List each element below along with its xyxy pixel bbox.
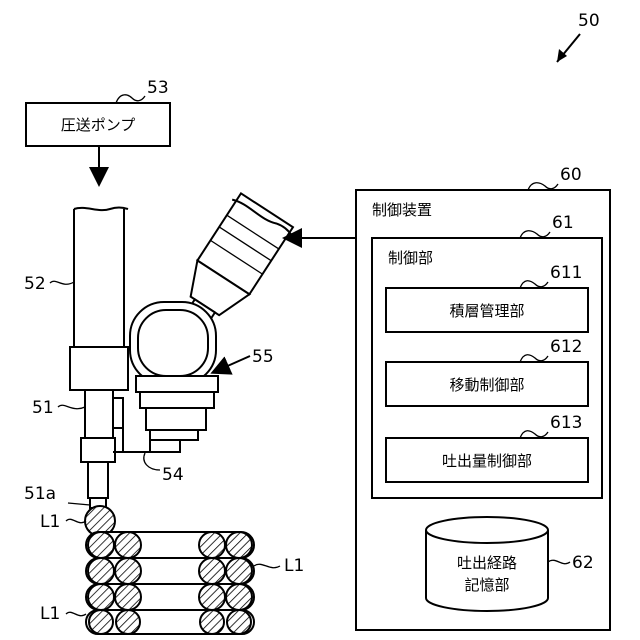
module-ref-612: 612	[550, 337, 582, 357]
module-label-611: 積層管理部	[449, 302, 524, 320]
bracket-leader	[144, 453, 160, 470]
bead	[89, 610, 113, 634]
pipe-break-line	[74, 208, 128, 211]
bead	[226, 532, 252, 558]
pump-label: 圧送ポンプ	[61, 116, 136, 134]
control-unit-title: 制御部	[388, 249, 433, 267]
storage-label-line1: 吐出経路	[457, 554, 517, 572]
control-unit-ref-label: 61	[552, 213, 574, 233]
storage-label-line2: 記憶部	[464, 576, 509, 594]
nozzle-stem	[88, 462, 108, 498]
robot-wrist-ring-1	[136, 376, 218, 392]
robot-wrist-ring-2	[140, 392, 214, 408]
robot-wrist-inner	[138, 310, 208, 376]
bead	[88, 584, 114, 610]
layer-label-top: L1	[40, 512, 60, 532]
nozzle-body	[85, 390, 113, 438]
nozzle-leader	[58, 405, 85, 408]
deposited-layers: L1 L1 L1	[40, 506, 304, 634]
nozzle-ref-label: 51	[32, 398, 54, 418]
pump: 圧送ポンプ 53	[26, 78, 170, 183]
supply-pipe: 52	[24, 208, 128, 348]
layer-leader-right	[254, 564, 280, 567]
robot-tool-plate	[150, 430, 198, 440]
storage-top	[426, 517, 548, 543]
layer-label-bottom: L1	[40, 604, 60, 624]
layer-leader-top	[66, 519, 86, 522]
module-ref-611: 611	[550, 263, 582, 283]
pump-leader	[116, 95, 145, 103]
layer-leader-bottom	[66, 612, 86, 615]
nozzle-tip-leader	[68, 503, 90, 505]
pump-ref-label: 53	[147, 78, 169, 98]
system-ref-label: 50	[578, 11, 600, 31]
bead	[115, 584, 141, 610]
controller: 制御装置 60 制御部 61 積層管理部 611 移動制御部 612 吐出量制御…	[286, 165, 610, 630]
robot: 55	[130, 191, 296, 440]
bead	[115, 558, 141, 584]
bracket-ref-label: 54	[162, 465, 184, 485]
robot-flange	[146, 408, 206, 430]
controller-ref-label: 60	[560, 165, 582, 185]
controller-leader	[528, 183, 558, 190]
bead	[199, 558, 225, 584]
bead	[199, 532, 225, 558]
bead	[226, 558, 252, 584]
bead	[226, 584, 252, 610]
nozzle-collar	[81, 438, 115, 462]
bead	[115, 532, 141, 558]
storage-ref-label: 62	[572, 553, 594, 573]
controller-title: 制御装置	[372, 201, 432, 219]
bead	[88, 532, 114, 558]
module-label-613: 吐出量制御部	[442, 452, 532, 470]
robot-ref-arrow	[214, 356, 250, 372]
robot-ref-label: 55	[252, 347, 274, 367]
bracket-plate	[113, 398, 123, 428]
nozzle-tip-ref-label: 51a	[24, 484, 56, 504]
bead	[116, 610, 140, 634]
pipe-ref-label: 52	[24, 274, 46, 294]
system-reference: 50	[557, 11, 600, 62]
pipe-leader	[50, 281, 74, 284]
bead	[199, 584, 225, 610]
module-ref-613: 613	[550, 413, 582, 433]
layer-label-right: L1	[284, 556, 304, 576]
pipe-connector	[70, 347, 128, 390]
bead	[227, 610, 251, 634]
bead	[200, 610, 224, 634]
module-label-612: 移動制御部	[449, 376, 524, 394]
bead	[88, 558, 114, 584]
